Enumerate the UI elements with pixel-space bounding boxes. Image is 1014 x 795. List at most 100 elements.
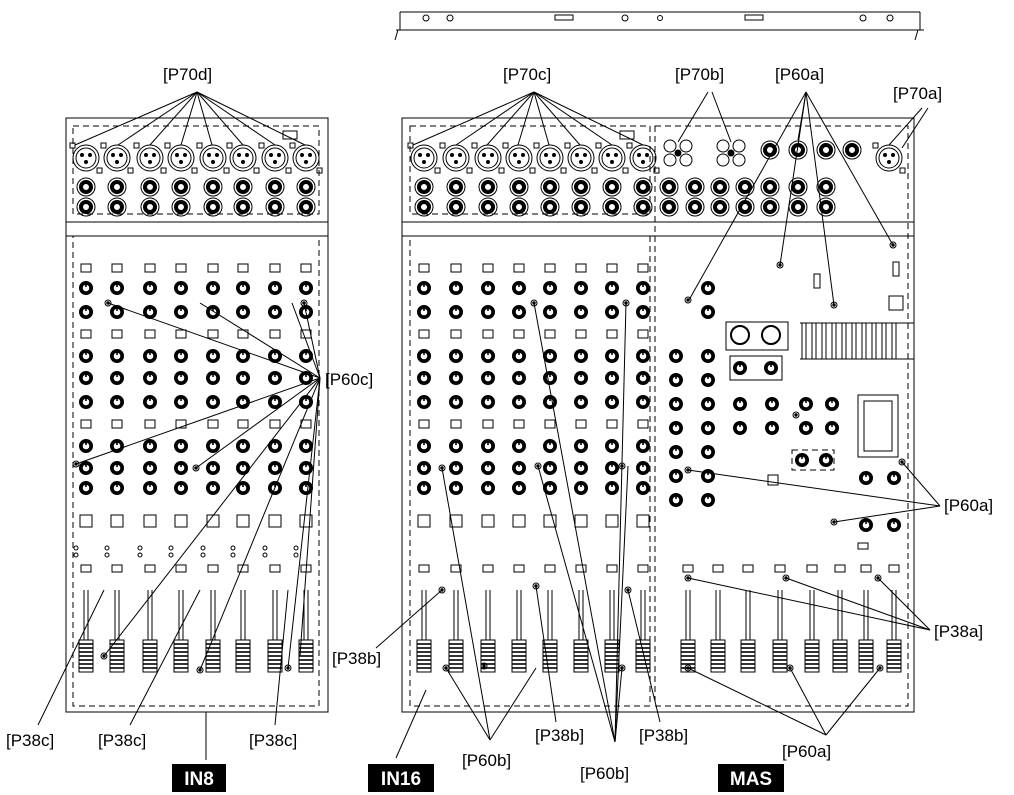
phone-jack <box>602 197 622 217</box>
select-button <box>80 564 92 573</box>
select-button <box>418 564 430 573</box>
leader-line <box>196 91 306 146</box>
leader-line <box>805 91 894 246</box>
phone-jack <box>685 177 705 197</box>
leader-line <box>412 91 535 146</box>
leader-line <box>877 577 931 631</box>
switch <box>237 263 249 273</box>
leader-line <box>117 91 198 146</box>
level-meter <box>831 322 837 360</box>
mute-button <box>417 514 431 528</box>
switch <box>207 329 219 339</box>
leader-line <box>196 91 213 146</box>
leader-line <box>711 91 732 143</box>
xlr-jack <box>598 144 626 172</box>
tag-in8: IN8 <box>172 764 226 792</box>
master-knob <box>761 325 781 345</box>
level-meter <box>851 322 857 360</box>
switch <box>482 263 494 273</box>
mute-button <box>636 514 650 528</box>
phone-jack <box>659 177 679 197</box>
switch <box>207 263 219 273</box>
phone-jack <box>140 177 160 197</box>
mute-button <box>449 514 463 528</box>
leader-line <box>455 91 535 146</box>
switch <box>637 263 649 273</box>
leader-line <box>789 667 827 736</box>
phone-jack <box>760 177 780 197</box>
select-button <box>860 564 872 573</box>
leader-line <box>199 377 321 671</box>
svg-text:MAS: MAS <box>730 769 772 790</box>
leader-line <box>687 667 827 736</box>
mute-button <box>236 514 250 528</box>
xlr-jack <box>199 144 227 172</box>
leader-line <box>375 589 443 649</box>
leader-line <box>901 107 929 149</box>
switch <box>575 419 587 429</box>
switch <box>513 419 525 429</box>
master-knob <box>730 325 750 345</box>
leader-line <box>303 302 321 379</box>
phone-jack <box>816 177 836 197</box>
xlr-jack <box>261 144 289 172</box>
phone-jack <box>171 177 191 197</box>
phone-jack <box>816 140 836 160</box>
phone-jack <box>735 197 755 217</box>
phone-jack <box>171 197 191 217</box>
select-button <box>834 564 846 573</box>
phone-jack <box>107 197 127 217</box>
phone-jack <box>760 197 780 217</box>
select-button <box>712 564 724 573</box>
switch <box>175 263 187 273</box>
select-button <box>207 564 219 573</box>
leader-lines <box>37 91 941 760</box>
mute-button <box>174 514 188 528</box>
switch <box>80 263 92 273</box>
leader-line <box>533 91 613 146</box>
switch <box>606 419 618 429</box>
xlr-jack <box>536 144 564 172</box>
select-button <box>175 564 187 573</box>
label-p38c-3: [P38c] <box>249 731 297 750</box>
select-button <box>575 564 587 573</box>
switch <box>482 419 494 429</box>
switch <box>111 263 123 273</box>
select-button <box>269 564 281 573</box>
switch <box>637 329 649 339</box>
switch <box>418 329 430 339</box>
phone-jack <box>571 177 591 197</box>
leader-line <box>299 377 321 657</box>
switch <box>269 329 281 339</box>
switch <box>207 419 219 429</box>
leader-line <box>287 377 321 669</box>
level-meter <box>861 322 867 360</box>
phone-jack <box>478 177 498 197</box>
leader-line <box>785 577 931 631</box>
leader-line <box>688 91 807 301</box>
label-p60a-right: [P60a] <box>944 496 993 515</box>
mute-button <box>481 514 495 528</box>
phone-jack <box>446 197 466 217</box>
leader-line <box>149 91 198 146</box>
leader-line <box>517 91 535 146</box>
leader-line <box>797 91 807 141</box>
phone-jack <box>788 140 808 160</box>
phone-jack <box>540 197 560 217</box>
switch <box>269 263 281 273</box>
leader-line <box>614 302 627 743</box>
phone-jack <box>140 197 160 217</box>
label-p38a: [P38a] <box>934 622 983 641</box>
switch <box>544 263 556 273</box>
mute-button <box>512 514 526 528</box>
mute-button <box>299 514 313 528</box>
mute-button <box>543 514 557 528</box>
level-meter <box>841 322 847 360</box>
leader-line <box>677 91 709 143</box>
level-meter <box>881 322 887 360</box>
xlr-jack <box>103 144 131 172</box>
xlr-jack <box>229 144 257 172</box>
select-button <box>513 564 525 573</box>
switch <box>237 329 249 339</box>
